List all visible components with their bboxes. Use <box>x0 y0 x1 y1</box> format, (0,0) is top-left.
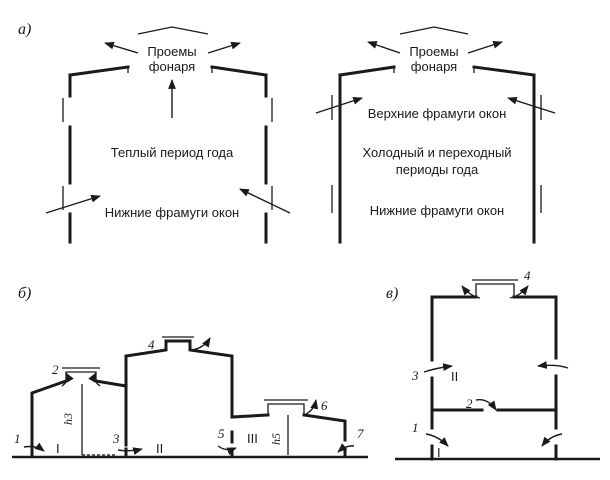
roof-left <box>68 65 130 77</box>
h3-label: h3 <box>61 413 75 425</box>
c-zone-2: II <box>451 369 458 384</box>
flow-arrow-4 <box>191 337 211 351</box>
lantern-openings-label-line2: фонаря <box>149 59 195 74</box>
building-b: 1 2 3 4 5 6 7 I II III h3 h5 <box>12 336 368 459</box>
c-flow-arrow-1 <box>425 433 449 447</box>
lower-sashes-label-right: Нижние фрамуги окон <box>370 203 504 218</box>
c-num-1: 1 <box>412 420 419 435</box>
upper-sashes-label: Верхние фрамуги окон <box>368 106 507 121</box>
b-num-5: 5 <box>218 426 225 441</box>
c-num-4: 4 <box>524 268 531 283</box>
b-num-7: 7 <box>357 426 364 441</box>
c-flow-arrow-right-low <box>541 433 563 447</box>
span3-roof-left <box>230 413 270 419</box>
building-c: 1 2 3 4 I II <box>395 268 600 461</box>
lantern-openings-label-line1: Проемы <box>147 44 196 59</box>
flow-arrow-6 <box>305 399 319 415</box>
exhaust-arrow-left <box>104 41 139 54</box>
c-lantern <box>475 283 515 297</box>
flow-arrow-1 <box>23 442 45 452</box>
c-flow-arrow-3b <box>537 361 569 369</box>
building-a-left: Проемы фонаря Теплый период года Нижние … <box>45 26 291 244</box>
c-flow-arrow-4a <box>461 285 481 299</box>
c-flow-arrow-3 <box>423 363 453 373</box>
b-zone-1: I <box>56 441 60 456</box>
building-a-right: Проемы фонаря Верхние фрамуги окон Холод… <box>315 26 556 244</box>
h5-label: h5 <box>269 433 283 445</box>
lantern-cap-right <box>399 26 469 35</box>
panel-label-a: а) <box>18 21 31 38</box>
upper-inflow-arrow-left <box>315 97 363 114</box>
lantern-cap-left <box>137 26 209 35</box>
lantern-r-label-line1: Проемы <box>409 44 458 59</box>
span1-roof-right <box>94 379 128 388</box>
b-num-4: 4 <box>148 337 155 352</box>
exhaust-arrow-right <box>207 41 241 54</box>
c-roof-right <box>512 295 558 360</box>
cold-season-label-line1: Холодный и переходный <box>362 145 511 160</box>
warm-season-label: Теплый период года <box>111 145 234 160</box>
roof-right <box>210 65 268 77</box>
inflow-arrow-right <box>239 188 291 214</box>
span3-roof-right <box>302 413 347 442</box>
roof-r-right <box>472 65 536 77</box>
flow-arrow-2b <box>88 372 101 387</box>
flow-arrow-3 <box>117 447 143 455</box>
c-num-3: 3 <box>411 368 419 383</box>
lantern-2 <box>65 371 97 381</box>
upper-inflow-arrow-right <box>507 96 556 114</box>
b-zone-3: III <box>247 431 258 446</box>
lantern-r-label-line2: фонаря <box>411 59 457 74</box>
span1-outline <box>30 379 68 447</box>
flow-arrow-2 <box>61 372 74 387</box>
b-num-6: 6 <box>321 398 328 413</box>
b-zone-2: II <box>156 441 163 456</box>
cold-season-label-line2: периоды года <box>396 162 479 177</box>
flow-arrow-5 <box>217 445 237 455</box>
panel-label-c: в) <box>386 285 398 302</box>
inflow-arrow-left <box>45 194 101 214</box>
lantern-6 <box>267 403 305 415</box>
c-flow-arrow-4b <box>509 285 529 299</box>
c-zone-1: I <box>437 445 441 460</box>
b-num-3: 3 <box>112 431 120 446</box>
span2-outline <box>124 339 234 447</box>
exhaust-r-arrow-right <box>467 40 503 54</box>
exhaust-r-arrow-left <box>367 41 401 54</box>
c-flow-arrow-2 <box>475 399 497 411</box>
panel-label-b: б) <box>18 285 31 302</box>
flow-arrow-7 <box>337 443 355 453</box>
lower-sashes-label-left: Нижние фрамуги окон <box>105 205 239 220</box>
c-num-2: 2 <box>466 396 473 411</box>
roof-r-left <box>338 65 396 77</box>
b-num-2: 2 <box>52 362 59 377</box>
b-num-1: 1 <box>14 431 21 446</box>
c-roof <box>430 295 478 362</box>
